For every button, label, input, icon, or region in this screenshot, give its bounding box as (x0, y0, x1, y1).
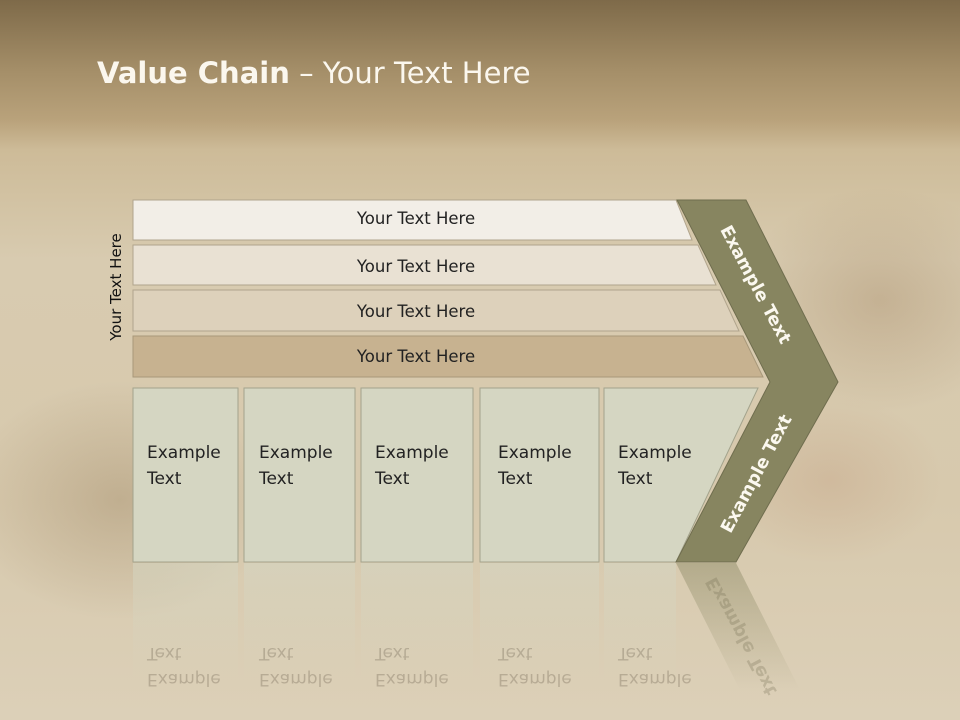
box-3 (360, 387, 474, 563)
row-text-4: Your Text Here (356, 347, 476, 366)
row-text-1: Your Text Here (356, 209, 476, 228)
box-4 (479, 387, 600, 563)
chevron-arrow (675, 199, 839, 563)
title-bold: Value Chain (97, 56, 290, 90)
slide-title: Value Chain – Your Text Here (97, 56, 531, 90)
row-band-1 (132, 199, 693, 241)
row-band-2 (132, 244, 717, 286)
title-rest: – Your Text Here (289, 56, 531, 90)
box-1 (132, 387, 239, 563)
row-text-3: Your Text Here (356, 302, 476, 321)
reflection (133, 563, 800, 690)
row-band-4 (132, 335, 764, 378)
box-2 (243, 387, 356, 563)
row-text-2: Your Text Here (356, 257, 476, 276)
row-band-3 (132, 289, 740, 332)
